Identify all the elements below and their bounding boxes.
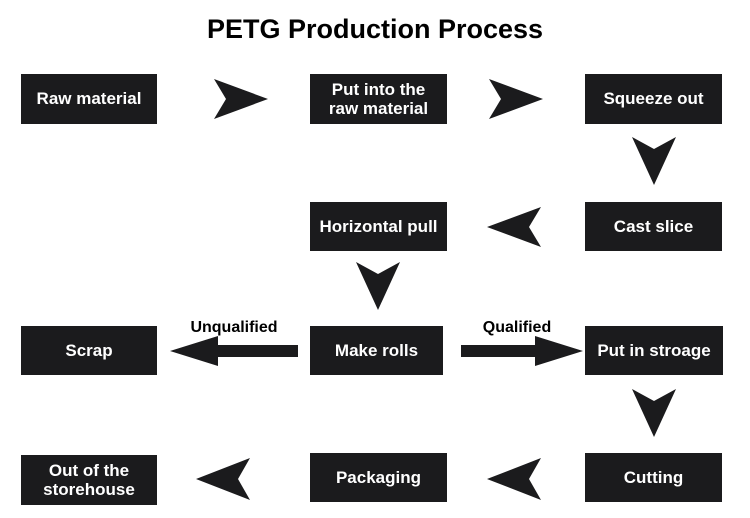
node-put-in-stroage[interactable]: Put in stroage	[585, 326, 723, 375]
node-put-into-raw-material[interactable]: Put into the raw material	[310, 74, 447, 124]
arrow-right-raw-to-put	[214, 77, 268, 121]
node-label: Put into the raw material	[328, 79, 429, 118]
node-label: Out of the storehouse	[43, 460, 135, 499]
arrow-left-cutting-to-packaging	[487, 456, 541, 502]
page-title: PETG Production Process	[206, 14, 544, 44]
edge-label-unqualified: Unqualified	[190, 319, 278, 336]
arrow-left-packaging-to-out	[196, 456, 250, 502]
arrow-down-storage-to-cutting	[631, 389, 677, 437]
arrow-down-horizontal-to-rolls	[355, 262, 401, 310]
node-label: Squeeze out	[603, 89, 704, 109]
node-label: Cast slice	[613, 216, 694, 236]
node-raw-material[interactable]: Raw material	[21, 74, 157, 124]
arrow-right-put-to-squeeze	[489, 77, 543, 121]
edge-label-qualified: Qualified	[482, 319, 552, 336]
node-label: Scrap	[65, 340, 113, 360]
node-scrap[interactable]: Scrap	[21, 326, 157, 375]
node-label: Make rolls	[334, 340, 419, 360]
node-label: Raw material	[36, 89, 142, 109]
node-squeeze-out[interactable]: Squeeze out	[585, 74, 722, 124]
arrow-right-rolls-to-storage	[461, 336, 583, 366]
arrow-down-squeeze-to-cast	[631, 137, 677, 185]
node-out-of-the-storehouse[interactable]: Out of the storehouse	[21, 455, 157, 505]
node-make-rolls[interactable]: Make rolls	[310, 326, 443, 375]
node-label: Put in stroage	[597, 340, 711, 360]
node-label: Packaging	[335, 467, 422, 487]
node-cast-slice[interactable]: Cast slice	[585, 202, 722, 251]
node-packaging[interactable]: Packaging	[310, 453, 447, 502]
arrow-left-rolls-to-scrap	[170, 336, 298, 366]
arrow-left-cast-to-horizontal	[487, 205, 541, 249]
node-label: Horizontal pull	[319, 216, 438, 236]
node-cutting[interactable]: Cutting	[585, 453, 722, 502]
node-label: Cutting	[623, 467, 684, 487]
node-horizontal-pull[interactable]: Horizontal pull	[310, 202, 447, 251]
